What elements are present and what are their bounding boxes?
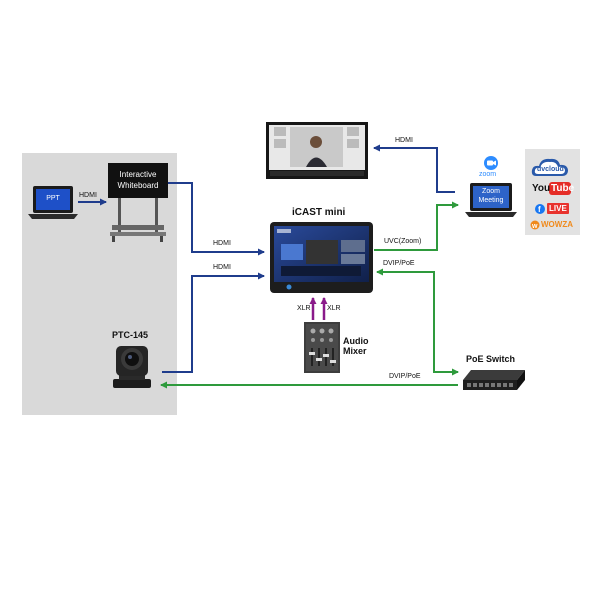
zoom-laptop-icon xyxy=(465,183,517,217)
xlr-label-left: XLR xyxy=(297,305,311,312)
facebook-live-text: LIVE xyxy=(549,204,567,213)
hdmi-label-zoom: HDMI xyxy=(395,137,413,144)
zoom-logo xyxy=(484,156,498,170)
uvc-line-icast-zoom xyxy=(374,201,459,251)
audio-mixer-label-line2: Mixer xyxy=(343,346,367,356)
hdmi-line-whiteboard-icast xyxy=(168,182,265,256)
wowza-logo: w xyxy=(530,220,540,230)
youtube-text-tube: Tube xyxy=(551,183,575,194)
audio-mixer-icon xyxy=(304,322,340,373)
uvc-label: UVC(Zoom) xyxy=(384,238,422,245)
ppt-label: PPT xyxy=(46,195,60,202)
dvip-line-icast-poe xyxy=(376,268,459,376)
svg-text:w: w xyxy=(531,223,538,230)
svg-text:f: f xyxy=(538,205,541,214)
hdmi-line-ptc-icast xyxy=(162,272,265,373)
poe-switch-icon xyxy=(463,370,525,390)
whiteboard-icon xyxy=(108,163,168,242)
zoom-meeting-label-line2: Meeting xyxy=(478,197,504,204)
wowza-text: WOWZA xyxy=(541,220,573,229)
zoom-meeting-label-line1: Zoom xyxy=(482,188,500,195)
dvcloud-logo xyxy=(531,158,568,176)
whiteboard-label-line1: Interactive xyxy=(119,170,157,179)
tv-icon xyxy=(266,122,368,179)
hdmi-label-ppt: HDMI xyxy=(79,192,97,199)
zoom-logo-label: zoom xyxy=(479,171,497,178)
facebook-live-logo: f xyxy=(535,203,569,214)
hdmi-line-zoom-tv xyxy=(373,144,455,193)
laptop-icon xyxy=(28,186,78,219)
youtube-logo xyxy=(549,182,571,195)
ptz-camera-icon xyxy=(113,346,151,388)
hdmi-label-ptc: HDMI xyxy=(213,264,231,271)
youtube-text-you: You xyxy=(532,183,551,194)
dvip-label-icast: DVIP/PoE xyxy=(383,260,415,267)
whiteboard-label-line2: Whiteboard xyxy=(117,181,159,190)
dvip-label-ptc: DVIP/PoE xyxy=(389,373,421,380)
dvcloud-text: dvcloud xyxy=(537,166,564,173)
hdmi-label-whiteboard: HDMI xyxy=(213,240,231,247)
xlr-label-right: XLR xyxy=(327,305,341,312)
icast-mini-icon xyxy=(270,222,373,293)
audio-mixer-label-line1: Audio xyxy=(343,336,369,346)
poe-switch-title: PoE Switch xyxy=(466,354,516,364)
ptc-145-title: PTC-145 xyxy=(112,330,149,340)
icast-mini-title: iCAST mini xyxy=(292,207,346,218)
